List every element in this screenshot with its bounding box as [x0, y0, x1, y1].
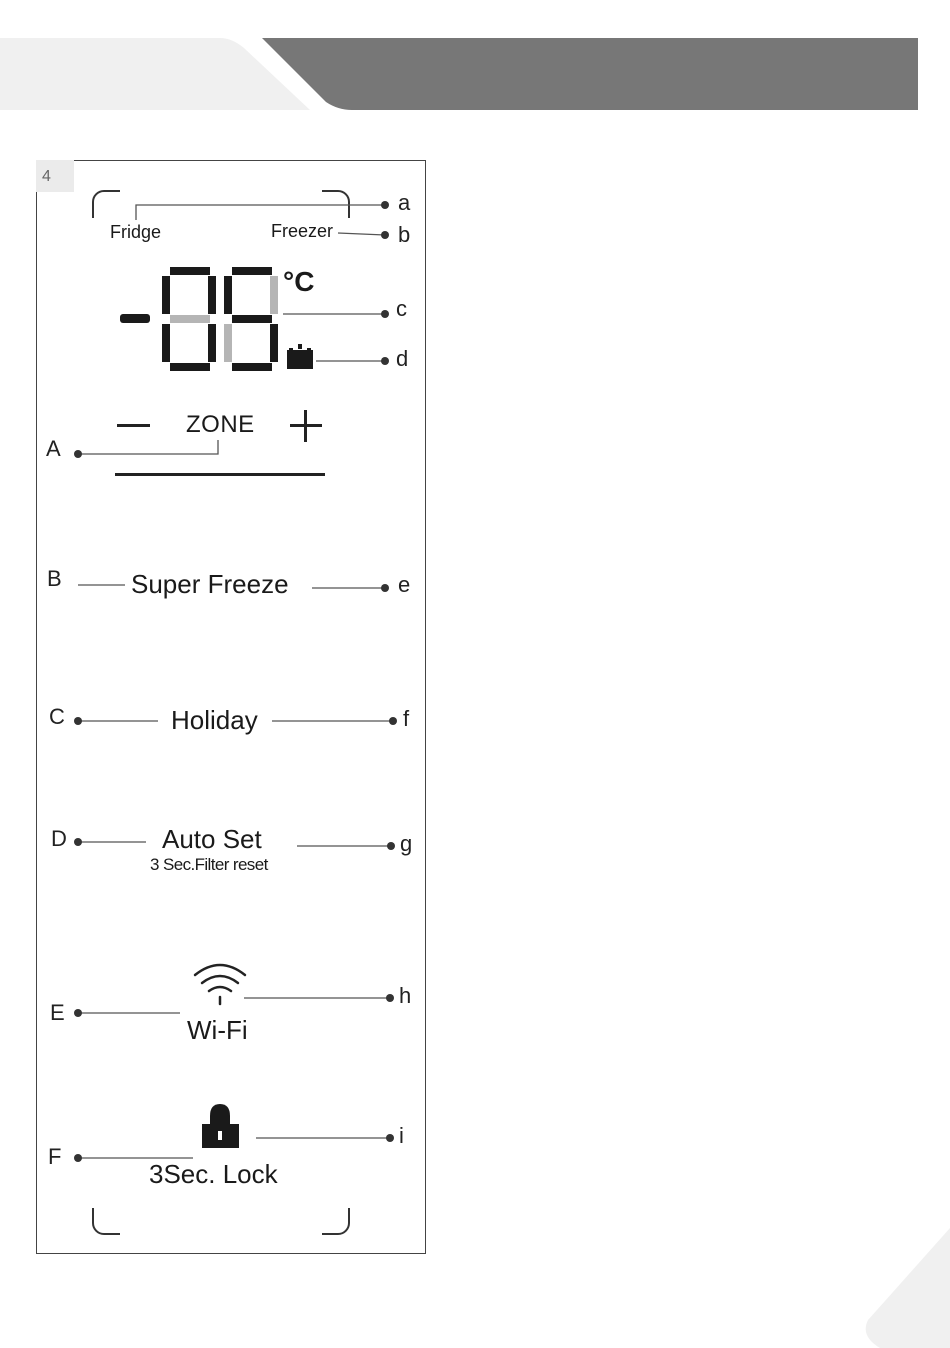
lcd-minus-segment	[120, 314, 150, 323]
callout-c: c	[396, 296, 407, 322]
callout-g: g	[400, 831, 412, 857]
callout-a: a	[398, 190, 410, 216]
celsius-unit: °C	[283, 266, 314, 298]
plus-symbol	[290, 410, 322, 442]
callout-d: d	[396, 346, 408, 372]
lock-label: 3Sec. Lock	[149, 1159, 278, 1190]
zone-slider-line	[115, 473, 325, 476]
lcd-digit-tens	[162, 267, 216, 371]
callout-F: F	[48, 1144, 61, 1170]
callout-D: D	[51, 826, 67, 852]
auto-set-label: Auto Set	[162, 824, 262, 855]
zone-label: ZONE	[186, 411, 255, 439]
alarm-icon	[287, 344, 313, 369]
minus-symbol	[117, 424, 150, 427]
callout-E: E	[50, 1000, 65, 1026]
callout-C: C	[49, 704, 65, 730]
callout-h: h	[399, 983, 411, 1009]
fridge-label: Fridge	[110, 222, 161, 243]
holiday-label: Holiday	[171, 705, 258, 736]
callout-b: b	[398, 222, 410, 248]
super-freeze-label: Super Freeze	[131, 569, 289, 600]
callout-B: B	[47, 566, 62, 592]
wifi-label: Wi-Fi	[187, 1015, 248, 1046]
wifi-icon	[195, 965, 245, 1004]
callout-i: i	[399, 1123, 404, 1149]
lcd-digit-ones	[224, 267, 278, 371]
lock-icon	[202, 1104, 239, 1148]
freezer-label: Freezer	[271, 221, 333, 242]
callout-f: f	[403, 706, 409, 732]
filter-reset-label: 3 Sec.Filter reset	[150, 855, 268, 875]
callout-A: A	[46, 436, 61, 462]
callout-e: e	[398, 572, 410, 598]
